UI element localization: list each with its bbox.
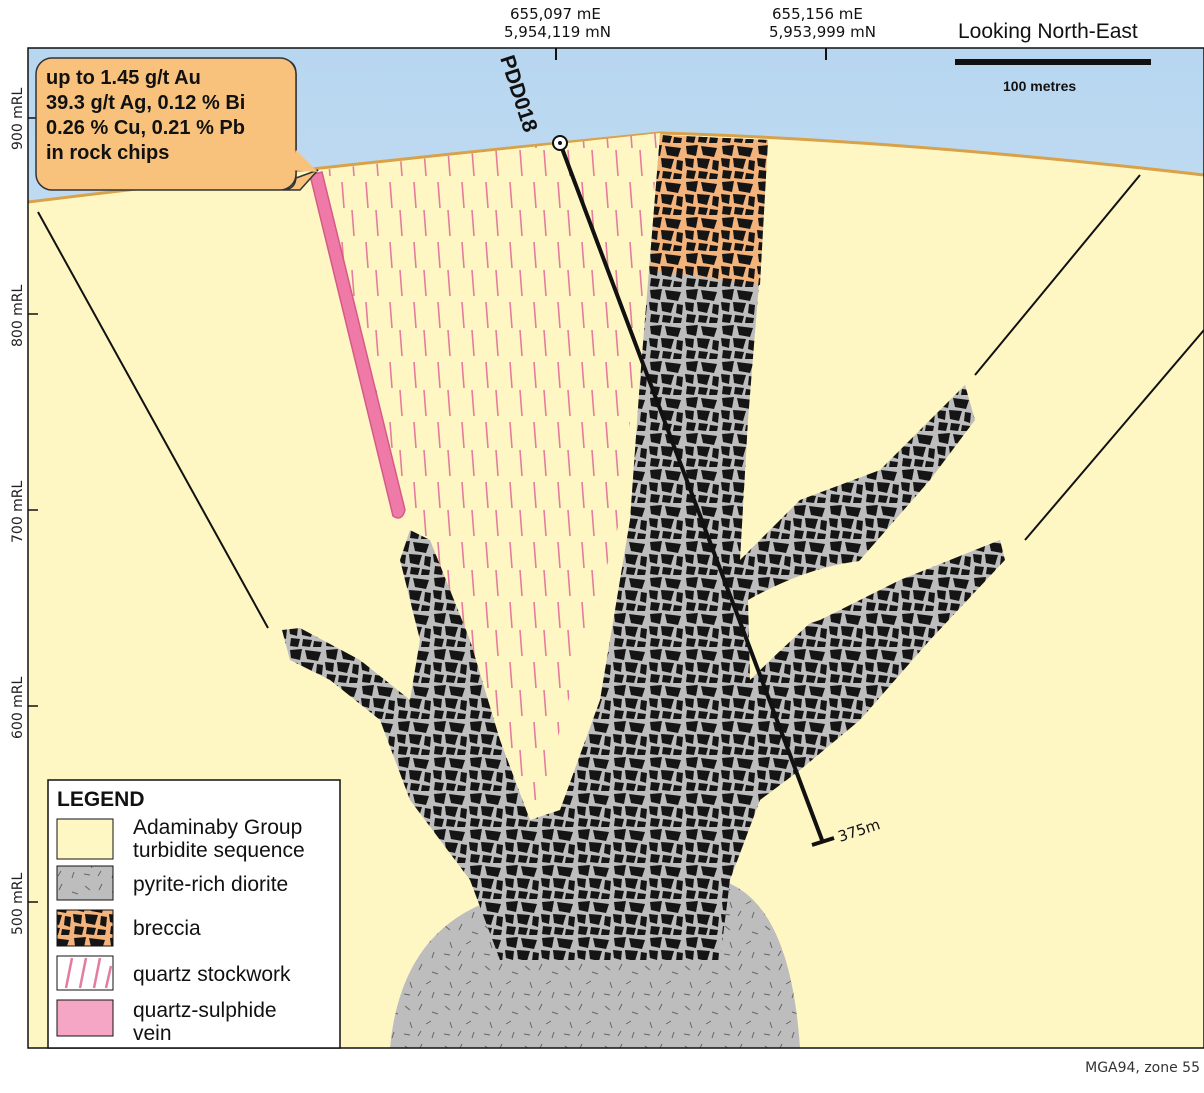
coord-left-easting: 655,097 mE (510, 5, 601, 23)
view-direction: Looking North-East (958, 20, 1138, 43)
coord-right-easting: 655,156 mE (772, 5, 863, 23)
legend-label: vein (133, 1022, 172, 1045)
rl-label: 700 mRL (10, 480, 26, 543)
legend-swatch-breccia (57, 910, 113, 946)
legend-label: pyrite-rich diorite (133, 873, 288, 896)
legend-label: turbidite sequence (133, 839, 305, 862)
legend-label: Adaminaby Group (133, 816, 302, 839)
rl-label: 500 mRL (10, 872, 26, 935)
scale-bar (955, 59, 1151, 65)
callout-line: 0.26 % Cu, 0.21 % Pb (46, 117, 245, 139)
legend-label: breccia (133, 917, 201, 940)
legend-swatch-vein (57, 1000, 113, 1036)
legend-label: quartz stockwork (133, 963, 291, 986)
legend-swatch-diorite (57, 866, 113, 900)
coord-left-northing: 5,954,119 mN (504, 23, 611, 41)
scale-bar-label: 100 metres (1003, 78, 1076, 94)
rl-label: 800 mRL (10, 284, 26, 347)
rock-chip-callout: up to 1.45 g/t Au 39.3 g/t Ag, 0.12 % Bi… (36, 58, 318, 190)
callout-line: in rock chips (46, 142, 169, 164)
callout-line: 39.3 g/t Ag, 0.12 % Bi (46, 92, 245, 114)
callout-line: up to 1.45 g/t Au (46, 67, 201, 89)
coord-right-northing: 5,953,999 mN (769, 23, 876, 41)
legend-title: LEGEND (57, 788, 145, 811)
projection-label: MGA94, zone 55 (1085, 1060, 1200, 1076)
rl-label: 600 mRL (10, 676, 26, 739)
legend-swatch-turbidite (57, 819, 113, 859)
breccia-top (650, 135, 768, 285)
legend-label: quartz-sulphide (133, 999, 277, 1022)
legend: LEGEND Adaminaby Group turbidite sequenc… (48, 780, 340, 1048)
rl-label: 900 mRL (10, 87, 26, 150)
